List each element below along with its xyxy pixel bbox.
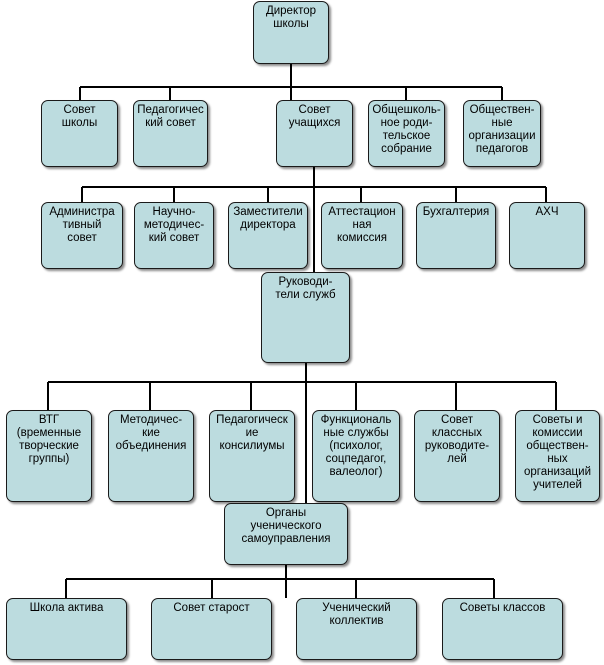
node-label: Администра тивный совет <box>49 206 115 244</box>
node-label: Директор школы <box>265 5 317 30</box>
node-parent-meeting: Общешколь- ное роди- тельское собрание <box>368 100 445 167</box>
node-label: Руководи- тели служб <box>275 276 336 301</box>
node-deputy-directors: Заместители директора <box>228 202 308 269</box>
node-functional-services: Функциональ ные службы (психолог, соцпед… <box>312 410 400 502</box>
node-student-council: Совет учащихся <box>276 100 353 167</box>
node-label: Общешколь- ное роди- тельское собрание <box>372 104 441 155</box>
node-attestation-commission: Аттестацион ная комиссия <box>321 202 403 269</box>
node-label: Бухгалтерия <box>422 206 490 218</box>
node-class-councils: Советы классов <box>442 598 563 660</box>
node-label: АХЧ <box>535 206 559 218</box>
node-label: Ученический коллектив <box>322 602 391 627</box>
node-vtg: ВТГ (временные творческие группы) <box>6 410 92 502</box>
node-label: ВТГ (временные творческие группы) <box>16 414 82 465</box>
node-accounting: Бухгалтерия <box>416 202 496 269</box>
node-teacher-organizations: Обществен- ные организации педагогов <box>463 100 541 167</box>
node-teacher-public-councils: Советы и комиссии обществен- ных организ… <box>515 410 600 502</box>
node-student-collective: Ученический коллектив <box>296 598 417 660</box>
node-label: Советы классов <box>459 602 546 614</box>
node-label: Совет школы <box>61 104 98 129</box>
node-label: Совет учащихся <box>288 104 341 129</box>
node-label: Педагогичес кий совет <box>137 104 204 129</box>
node-director: Директор школы <box>253 1 329 64</box>
node-label: Совет старост <box>173 602 250 614</box>
node-activist-school: Школа актива <box>6 598 127 660</box>
node-ahch: АХЧ <box>509 202 585 269</box>
node-label: Заместители директора <box>233 206 303 231</box>
node-label: Совет классных руководите- лей <box>424 414 490 465</box>
node-elders-council: Совет старост <box>151 598 272 660</box>
node-label: Обществен- ные организации педагогов <box>468 104 536 155</box>
node-self-government: Органы ученического самоуправления <box>224 503 348 565</box>
node-label: Педагогическ ие консилиумы <box>216 414 288 452</box>
node-method-associations: Методичес- кие объединения <box>108 410 194 502</box>
node-label: Методичес- кие объединения <box>115 414 187 452</box>
node-service-heads: Руководи- тели служб <box>261 272 350 363</box>
node-pedagogical-consiliums: Педагогическ ие консилиумы <box>209 410 295 502</box>
node-methodological-council: Научно- методичес- кий совет <box>134 202 214 269</box>
node-label: Советы и комиссии обществен- ных организ… <box>523 414 591 491</box>
node-administrative-council: Администра тивный совет <box>41 202 123 269</box>
node-school-council: Совет школы <box>41 100 118 167</box>
node-pedagogical-council: Педагогичес кий совет <box>133 100 208 167</box>
node-label: Органы ученического самоуправления <box>241 507 331 545</box>
node-label: Школа актива <box>29 602 104 614</box>
node-label: Аттестацион ная комиссия <box>328 206 396 244</box>
node-label: Функциональ ные службы (психолог, соцпед… <box>320 414 392 478</box>
node-class-teachers-council: Совет классных руководите- лей <box>414 410 500 502</box>
node-label: Научно- методичес- кий совет <box>143 206 205 244</box>
